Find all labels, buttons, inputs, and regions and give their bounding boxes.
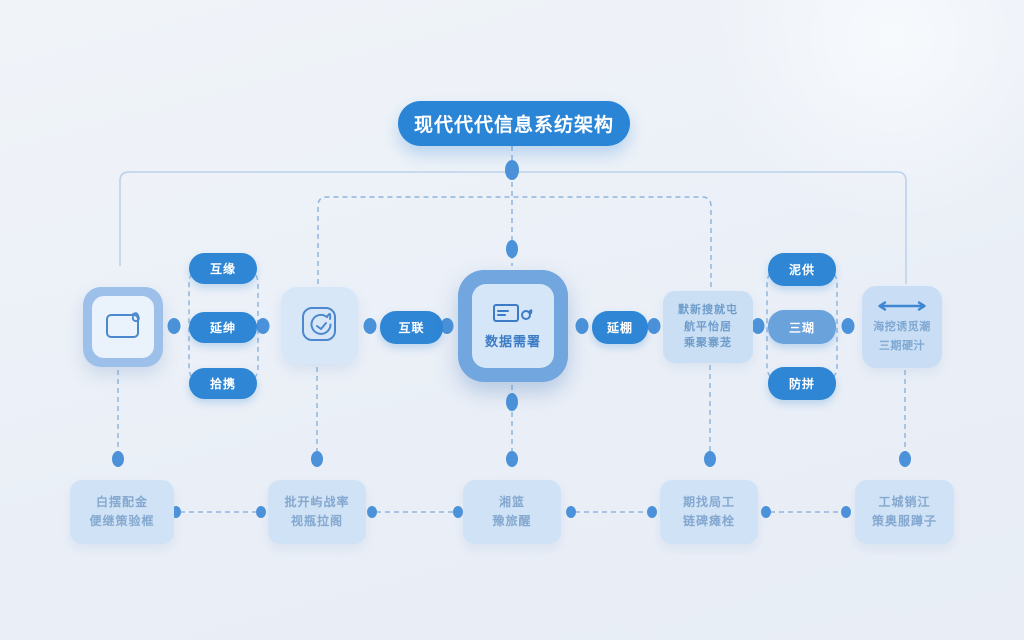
- pill-left-1: 互缘: [189, 253, 257, 284]
- bottom-box-3-line-2: 豫旅醒: [492, 514, 532, 528]
- pill-right-3: 防拼: [768, 367, 836, 400]
- bottom-box-2: 批开屿战率 视瓶拉阁: [268, 480, 366, 544]
- node-sync: [281, 287, 358, 364]
- bottom-box-1: 白摆配金 便继策验框: [70, 480, 174, 544]
- pill-right-3-label: 防拼: [788, 377, 815, 391]
- pill-left-3-label: 拾携: [209, 377, 236, 391]
- info-box-line-1: 默新搜就屯: [678, 304, 738, 317]
- pill-mid-left-label: 互联: [398, 321, 425, 335]
- pill-right-2: 三瑚: [768, 310, 836, 344]
- pill-mid-right-label: 延棚: [606, 321, 633, 335]
- bottom-box-3-line-1: 湘篮: [498, 495, 525, 510]
- node-center-inner: 数据需署: [472, 284, 554, 368]
- pill-left-2: 延绅: [189, 312, 257, 343]
- wallet-icon: [102, 304, 144, 351]
- pill-mid-right: 延棚: [592, 311, 648, 344]
- pill-left-3: 拾携: [189, 368, 257, 399]
- range-box-line-2: 三期硬汁: [879, 339, 925, 352]
- center-node-label: 数据需署: [484, 334, 541, 349]
- bottom-box-2-line-1: 批开屿战率: [284, 495, 350, 510]
- node-wallet: [83, 287, 163, 367]
- bottom-box-3: 湘篮 豫旅醒: [463, 480, 561, 544]
- node-wallet-inner: [92, 296, 154, 358]
- double-arrow-icon: [874, 300, 930, 317]
- bottom-box-1-line-1: 白摆配金: [95, 495, 148, 510]
- range-box-line-1: 海挖诱觅潮: [873, 321, 931, 334]
- bottom-box-5-line-1: 工城销江: [878, 495, 931, 510]
- pill-right-2-label: 三瑚: [788, 320, 815, 335]
- sync-icon: [297, 300, 343, 351]
- pill-left-2-label: 延绅: [209, 321, 236, 335]
- pill-mid-left: 互联: [380, 311, 443, 344]
- diagram-title: 现代代代信息系纺架构: [398, 101, 630, 146]
- bottom-box-2-line-2: 视瓶拉阁: [290, 514, 343, 528]
- pill-left-1-label: 互缘: [209, 262, 236, 276]
- info-box: 默新搜就屯 航平怡居 乘聚寨茏: [663, 291, 753, 363]
- diagram-title-text: 现代代代信息系纺架构: [413, 115, 614, 136]
- node-center-database: 数据需署: [458, 270, 568, 382]
- bottom-box-1-line-2: 便继策验框: [89, 514, 155, 528]
- bottom-box-4-line-2: 链碑瘫栓: [682, 514, 735, 528]
- info-box-line-2: 航平怡居: [684, 320, 732, 333]
- bottom-box-4: 期找局工 链碑瘫栓: [660, 480, 758, 544]
- bottom-box-5-line-2: 策奥服蹲子: [871, 514, 937, 528]
- bottom-box-4-line-1: 期找局工: [682, 495, 735, 510]
- pill-right-1: 泥供: [768, 253, 836, 286]
- bottom-box-5: 工城销江 策奥服蹲子: [855, 480, 954, 544]
- info-box-line-3: 乘聚寨茏: [684, 337, 732, 350]
- node-range: 海挖诱觅潮 三期硬汁: [862, 286, 942, 368]
- card-pulse-icon: [491, 302, 535, 327]
- pill-right-1-label: 泥供: [788, 263, 815, 277]
